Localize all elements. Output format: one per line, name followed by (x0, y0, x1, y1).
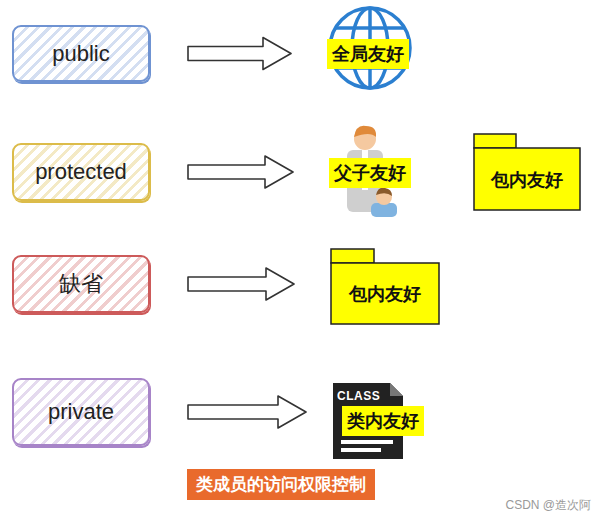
access-modifier-box: public (12, 25, 150, 82)
highlight-label: 类内友好 (342, 406, 424, 436)
node-text: protected (35, 159, 127, 185)
access-modifier-box: private (12, 378, 150, 446)
access-modifier-box: protected (12, 143, 150, 201)
caption-banner: 类成员的访问权限控制 (187, 469, 375, 500)
highlight-label: 父子友好 (329, 158, 411, 188)
icon-text: CLASS (337, 389, 380, 403)
highlight-label: 全局友好 (327, 39, 409, 69)
hollow-arrow (188, 38, 291, 70)
hollow-arrow (188, 156, 293, 188)
package-folder: 包内友好 (473, 133, 581, 211)
node-text: 全局友好 (332, 42, 404, 66)
node-text: 父子友好 (334, 161, 406, 185)
node-text: 包内友好 (349, 282, 421, 306)
node-text: 类内友好 (347, 409, 419, 433)
access-modifier-box: 缺省 (12, 255, 150, 313)
package-folder: 包内友好 (330, 248, 440, 325)
node-text: 缺省 (59, 269, 103, 299)
globe-icon (330, 8, 410, 88)
node-text: private (48, 399, 114, 425)
hollow-arrow (188, 268, 294, 300)
node-text: public (52, 41, 109, 67)
hollow-arrow (188, 396, 306, 428)
watermark: CSDN @造次阿 (505, 497, 591, 514)
node-text: 包内友好 (491, 168, 563, 192)
